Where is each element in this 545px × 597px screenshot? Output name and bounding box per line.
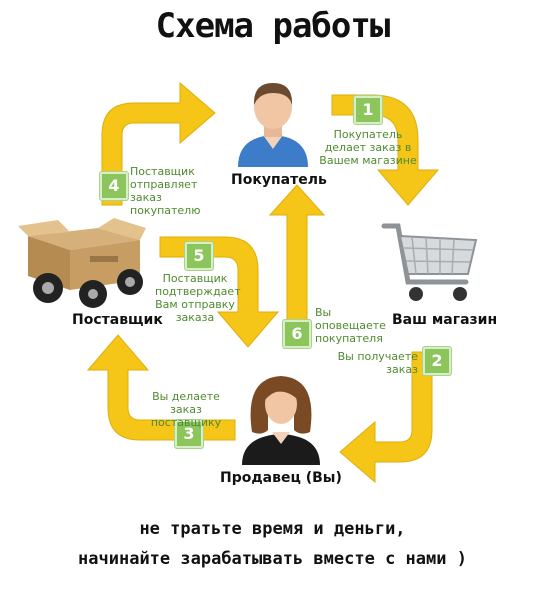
node-buyer-label: Покупатель xyxy=(231,172,327,188)
step-6-note: Вы оповещаете покупателя xyxy=(315,306,386,345)
step-4-note: Поставщик отправляет заказ покупателю xyxy=(130,165,201,217)
arrow-step-2 xyxy=(339,351,433,484)
page-title: Схема работы xyxy=(155,6,391,46)
slogan-line-1: не тратьте время и деньги, xyxy=(139,519,406,539)
arrow-step-1 xyxy=(331,94,440,206)
step-2-note: Вы получаете заказ xyxy=(337,350,418,376)
node-store-label: Ваш магазин xyxy=(392,312,498,328)
step-1-badge: 1 xyxy=(354,96,382,124)
step-2-badge: 2 xyxy=(423,347,451,375)
step-4-badge: 4 xyxy=(100,172,128,200)
step-3-note: Вы делаете заказ поставщику xyxy=(150,390,222,429)
man-avatar-icon xyxy=(238,83,308,167)
arrow-step-4 xyxy=(101,81,216,206)
woman-avatar-icon xyxy=(242,376,320,465)
step-3-badge: 3 xyxy=(175,420,203,448)
step-1-note: Покупатель делает заказ в Вашем магазине xyxy=(319,128,417,167)
slogan-line-2: начинайте зарабатывать вместе с нами ) xyxy=(78,549,467,569)
arrow-step-5 xyxy=(159,236,280,348)
step-5-note: Поставщик подтверждает Вам отправку зака… xyxy=(155,272,241,324)
box-on-wheels-icon xyxy=(18,218,146,308)
shopping-cart-icon xyxy=(381,223,478,301)
node-supplier-label: Поставщик xyxy=(72,312,163,328)
arrow-step-3 xyxy=(86,334,236,441)
node-seller-label: Продавец (Вы) xyxy=(220,470,342,486)
step-6-badge: 6 xyxy=(283,320,311,348)
step-5-badge: 5 xyxy=(185,242,213,270)
